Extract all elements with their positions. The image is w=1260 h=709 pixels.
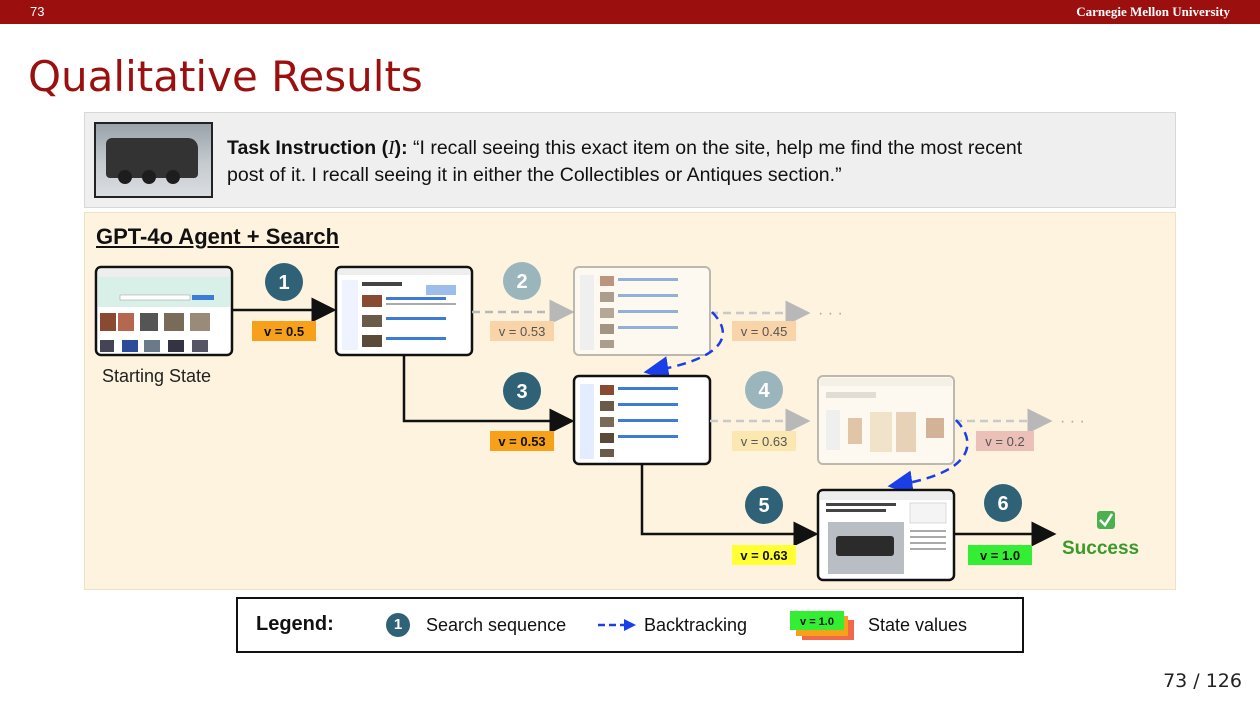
svg-text:6: 6 — [997, 493, 1008, 515]
collectibles-screenshot — [334, 265, 474, 357]
step-4-circle: 4 — [745, 371, 783, 409]
train-locomotive-image — [94, 122, 213, 198]
step-2-circle: 2 — [503, 262, 541, 300]
svg-text:5: 5 — [758, 495, 769, 517]
university-name: Carnegie Mellon University — [1076, 4, 1230, 19]
legend-title: Legend: — [256, 613, 334, 635]
instruction-symbol: I — [388, 138, 395, 159]
agent-title: GPT-4o Agent + Search — [96, 224, 340, 249]
wheel-icon — [118, 170, 132, 184]
step-1-circle: 1 — [265, 263, 303, 301]
wheel-icon — [166, 170, 180, 184]
task-instruction-text: Task Instruction (I): “I recall seeing t… — [227, 135, 1167, 189]
value-badge-3 — [490, 431, 554, 451]
starting-state-screenshot — [94, 265, 234, 357]
value-label-4-back: v = 0.2 — [985, 434, 1024, 449]
top-bar: 73 Carnegie Mellon University — [0, 0, 1260, 24]
legend: Legend: 1 Search sequence Backtracking v… — [236, 597, 1024, 653]
detail-screenshot-faded — [817, 375, 955, 465]
item-detail-screenshot — [816, 488, 956, 582]
legend-state-values: State values — [868, 615, 968, 635]
value-label-4: v = 0.63 — [741, 434, 788, 449]
state-values-legend-icon: v = 1.0 — [790, 611, 854, 640]
starting-state-label: Starting State — [102, 366, 211, 386]
search-arrow — [640, 464, 819, 547]
svg-text:2: 2 — [516, 271, 527, 293]
step-6-circle: 6 — [984, 484, 1022, 522]
listing-screenshot-faded — [573, 266, 711, 356]
value-label-5: v = 0.63 — [740, 548, 787, 563]
ellipsis: · · · — [1060, 413, 1085, 430]
value-badge-1 — [252, 321, 316, 341]
backtrack-legend-icon — [598, 619, 636, 631]
svg-text:v = 1.0: v = 1.0 — [800, 616, 834, 628]
backtrack-arrow — [643, 311, 724, 381]
slide-title: Qualitative Results — [28, 52, 423, 101]
success-label: Success — [1062, 538, 1139, 559]
step-3-circle: 3 — [503, 372, 541, 410]
svg-text:1: 1 — [278, 272, 289, 294]
listing-screenshot — [572, 374, 712, 466]
svg-text:4: 4 — [758, 380, 770, 402]
value-label-1: v = 0.5 — [264, 324, 304, 339]
search-arrow — [402, 355, 575, 434]
step-5-circle: 5 — [745, 486, 783, 524]
value-badge-4 — [732, 431, 796, 451]
check-mark-icon — [1097, 511, 1115, 529]
task-line-1: “I recall seeing this exact item on the … — [413, 137, 1023, 159]
task-label-end: ): — [394, 137, 408, 159]
value-badge-2 — [490, 321, 554, 341]
wheel-icon — [142, 170, 156, 184]
step-circle-icon: 1 — [386, 613, 410, 637]
legend-backtracking: Backtracking — [644, 615, 748, 635]
task-label: Task Instruction ( — [227, 137, 389, 159]
slide-number: 73 — [30, 4, 45, 19]
backtrack-arrow — [887, 419, 969, 496]
value-badge-6 — [968, 545, 1032, 565]
value-badge-4-back — [976, 431, 1034, 451]
legend-search-sequence: Search sequence — [426, 615, 567, 635]
page-number: 73 / 126 — [1163, 670, 1242, 692]
svg-text:3: 3 — [516, 381, 527, 403]
value-label-3: v = 0.53 — [498, 434, 545, 449]
value-badge-2-back — [732, 321, 796, 341]
task-line-2: post of it. I recall seeing it in either… — [227, 164, 842, 186]
value-label-6: v = 1.0 — [980, 548, 1020, 563]
value-label-2: v = 0.53 — [499, 324, 546, 339]
task-instruction-box: Task Instruction (I): “I recall seeing t… — [84, 112, 1176, 208]
ellipsis: · · · — [818, 305, 843, 322]
value-badge-5 — [732, 545, 796, 565]
value-label-2-back: v = 0.45 — [741, 324, 788, 339]
